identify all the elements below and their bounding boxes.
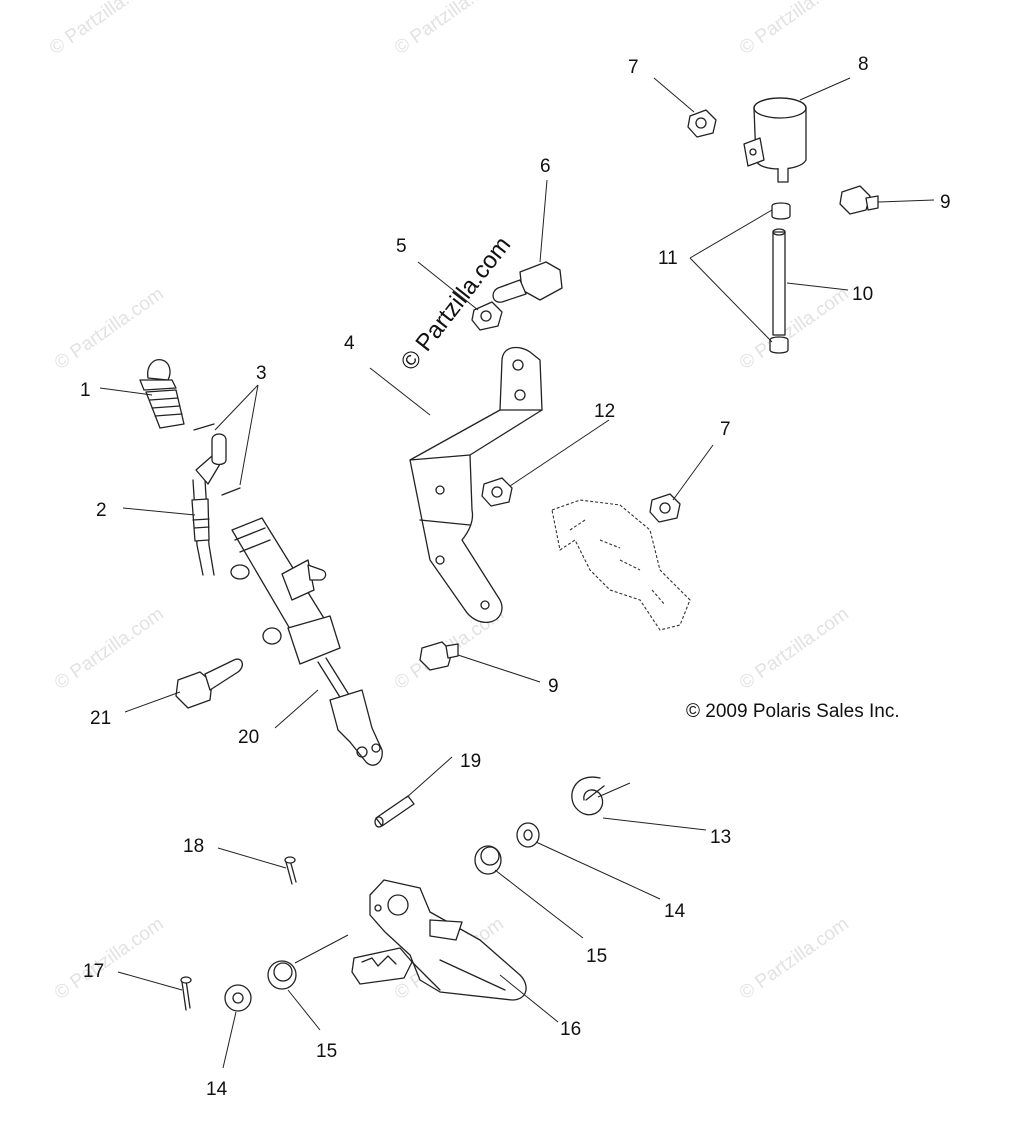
- callout-18: 18: [183, 836, 204, 857]
- callout-17: 17: [83, 961, 104, 982]
- part-1-bleeder: [139, 359, 185, 429]
- part-15-bushing-right: [474, 845, 502, 875]
- part-2-hose: [191, 453, 222, 576]
- part-13-spring: [571, 776, 605, 816]
- leader-lines: [99, 77, 935, 1069]
- part-19-pin: [374, 795, 415, 828]
- callout-15-left: 15: [316, 1041, 337, 1062]
- callout-12: 12: [594, 401, 615, 422]
- watermark: © Partzilla.com: [736, 913, 853, 1004]
- watermark: © Partzilla.com: [46, 0, 163, 59]
- watermark: © Partzilla.com: [736, 0, 853, 59]
- part-7-nut-middle: [649, 493, 681, 523]
- mounting-plate-phantom: [551, 499, 691, 631]
- callout-4: 4: [344, 333, 355, 354]
- watermark: © Partzilla.com: [736, 603, 853, 694]
- part-6-bolt: [492, 261, 563, 303]
- callout-20: 20: [238, 727, 259, 748]
- watermark: © Partzilla.com: [51, 283, 168, 374]
- copyright-notice: © 2009 Polaris Sales Inc.: [686, 701, 900, 722]
- part-11-clamps: [769, 202, 791, 354]
- callout-8: 8: [858, 54, 869, 75]
- part-5-nut: [471, 301, 503, 331]
- watermark-center: © Partzilla.com: [395, 232, 516, 376]
- callout-15-right: 15: [586, 946, 607, 967]
- part-12-nut: [481, 477, 513, 507]
- watermark: © Partzilla.com: [51, 913, 168, 1004]
- callout-7-top: 7: [628, 57, 639, 78]
- part-14-washer-right: [516, 822, 540, 848]
- callout-19: 19: [460, 751, 481, 772]
- callout-2: 2: [96, 500, 107, 521]
- callout-9-top: 9: [940, 192, 951, 213]
- callout-6: 6: [540, 156, 551, 177]
- callout-16: 16: [560, 1019, 581, 1040]
- callout-11: 11: [658, 248, 678, 269]
- callout-13: 13: [710, 827, 731, 848]
- part-9-bolt-top: [839, 185, 879, 215]
- part-7-nut-top: [687, 109, 717, 138]
- part-4-bracket: [409, 346, 543, 624]
- part-20-master-cylinder: [230, 517, 383, 766]
- part-17-cotter-pin: [180, 976, 192, 1011]
- callout-7-middle: 7: [720, 419, 731, 440]
- callout-14-left: 14: [206, 1079, 228, 1100]
- callouts: 1 2 3 4 5 6 7 8 9 10 11 12 7 9 21 20 19 …: [80, 54, 951, 1100]
- part-3-clamps: [193, 423, 241, 496]
- callout-10: 10: [852, 284, 873, 305]
- part-21-bolt: [175, 658, 244, 709]
- part-16-pedal: [351, 879, 527, 1001]
- watermark: © Partzilla.com: [736, 283, 853, 374]
- callout-21: 21: [90, 708, 111, 729]
- callout-5: 5: [396, 236, 407, 257]
- callout-9-middle: 9: [548, 676, 559, 697]
- callout-3: 3: [256, 363, 267, 384]
- part-18-cotter-pin: [284, 856, 297, 885]
- part-10-tube: [772, 228, 786, 336]
- callout-1: 1: [80, 380, 91, 401]
- watermark: © Partzilla.com: [391, 0, 508, 59]
- part-8-reservoir: [743, 97, 807, 183]
- part-15-bushing-left: [267, 960, 297, 990]
- callout-14-right: 14: [664, 901, 686, 922]
- part-9-bolt-middle: [419, 641, 459, 671]
- watermark: © Partzilla.com: [51, 603, 168, 694]
- part-14-washer-left: [224, 984, 252, 1012]
